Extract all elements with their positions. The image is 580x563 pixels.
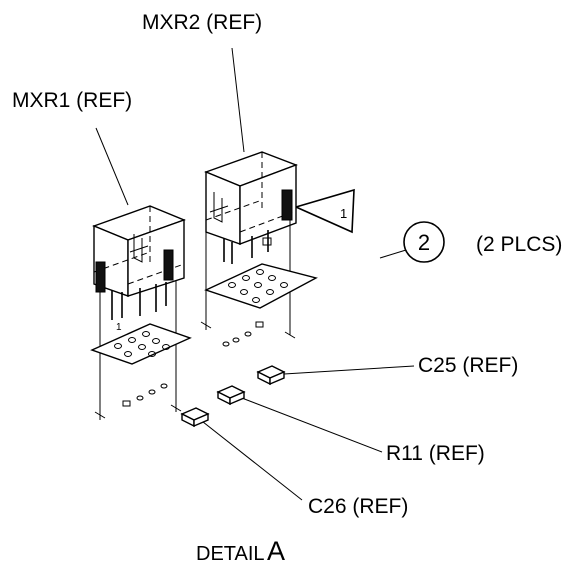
r11-chip (216, 385, 246, 406)
c25-chip (256, 365, 286, 386)
label-r11: R11 (REF) (386, 442, 485, 465)
label-detail: DETAIL (196, 543, 265, 563)
leader-mxr2 (231, 47, 245, 153)
label-plcs: (2 PLCS) (476, 233, 562, 256)
mxr2-connector (200, 151, 298, 339)
leader-c25 (283, 365, 415, 375)
label-mxr2: MXR2 (REF) (142, 11, 262, 34)
leader-item-2 (379, 249, 407, 259)
flag-number: 1 (340, 206, 347, 221)
label-mxr1: MXR1 (REF) (12, 89, 132, 112)
leader-r11 (233, 394, 383, 453)
label-c25: C25 (REF) (418, 354, 518, 377)
leader-c26 (197, 417, 303, 501)
pin-one-marker: 1 (116, 322, 122, 333)
mxr2-footprint (204, 263, 318, 347)
mxr1-footprint (90, 323, 192, 407)
c26-chip (180, 407, 210, 428)
label-detail-letter: A (267, 536, 285, 563)
mxr1-connector: 1 (92, 205, 186, 420)
flag-note-triangle: 1 (293, 188, 355, 234)
item-number: 2 (418, 230, 430, 255)
label-c26: C26 (REF) (308, 495, 408, 518)
leader-mxr1 (95, 127, 129, 206)
item-balloon: 2 (403, 221, 445, 263)
